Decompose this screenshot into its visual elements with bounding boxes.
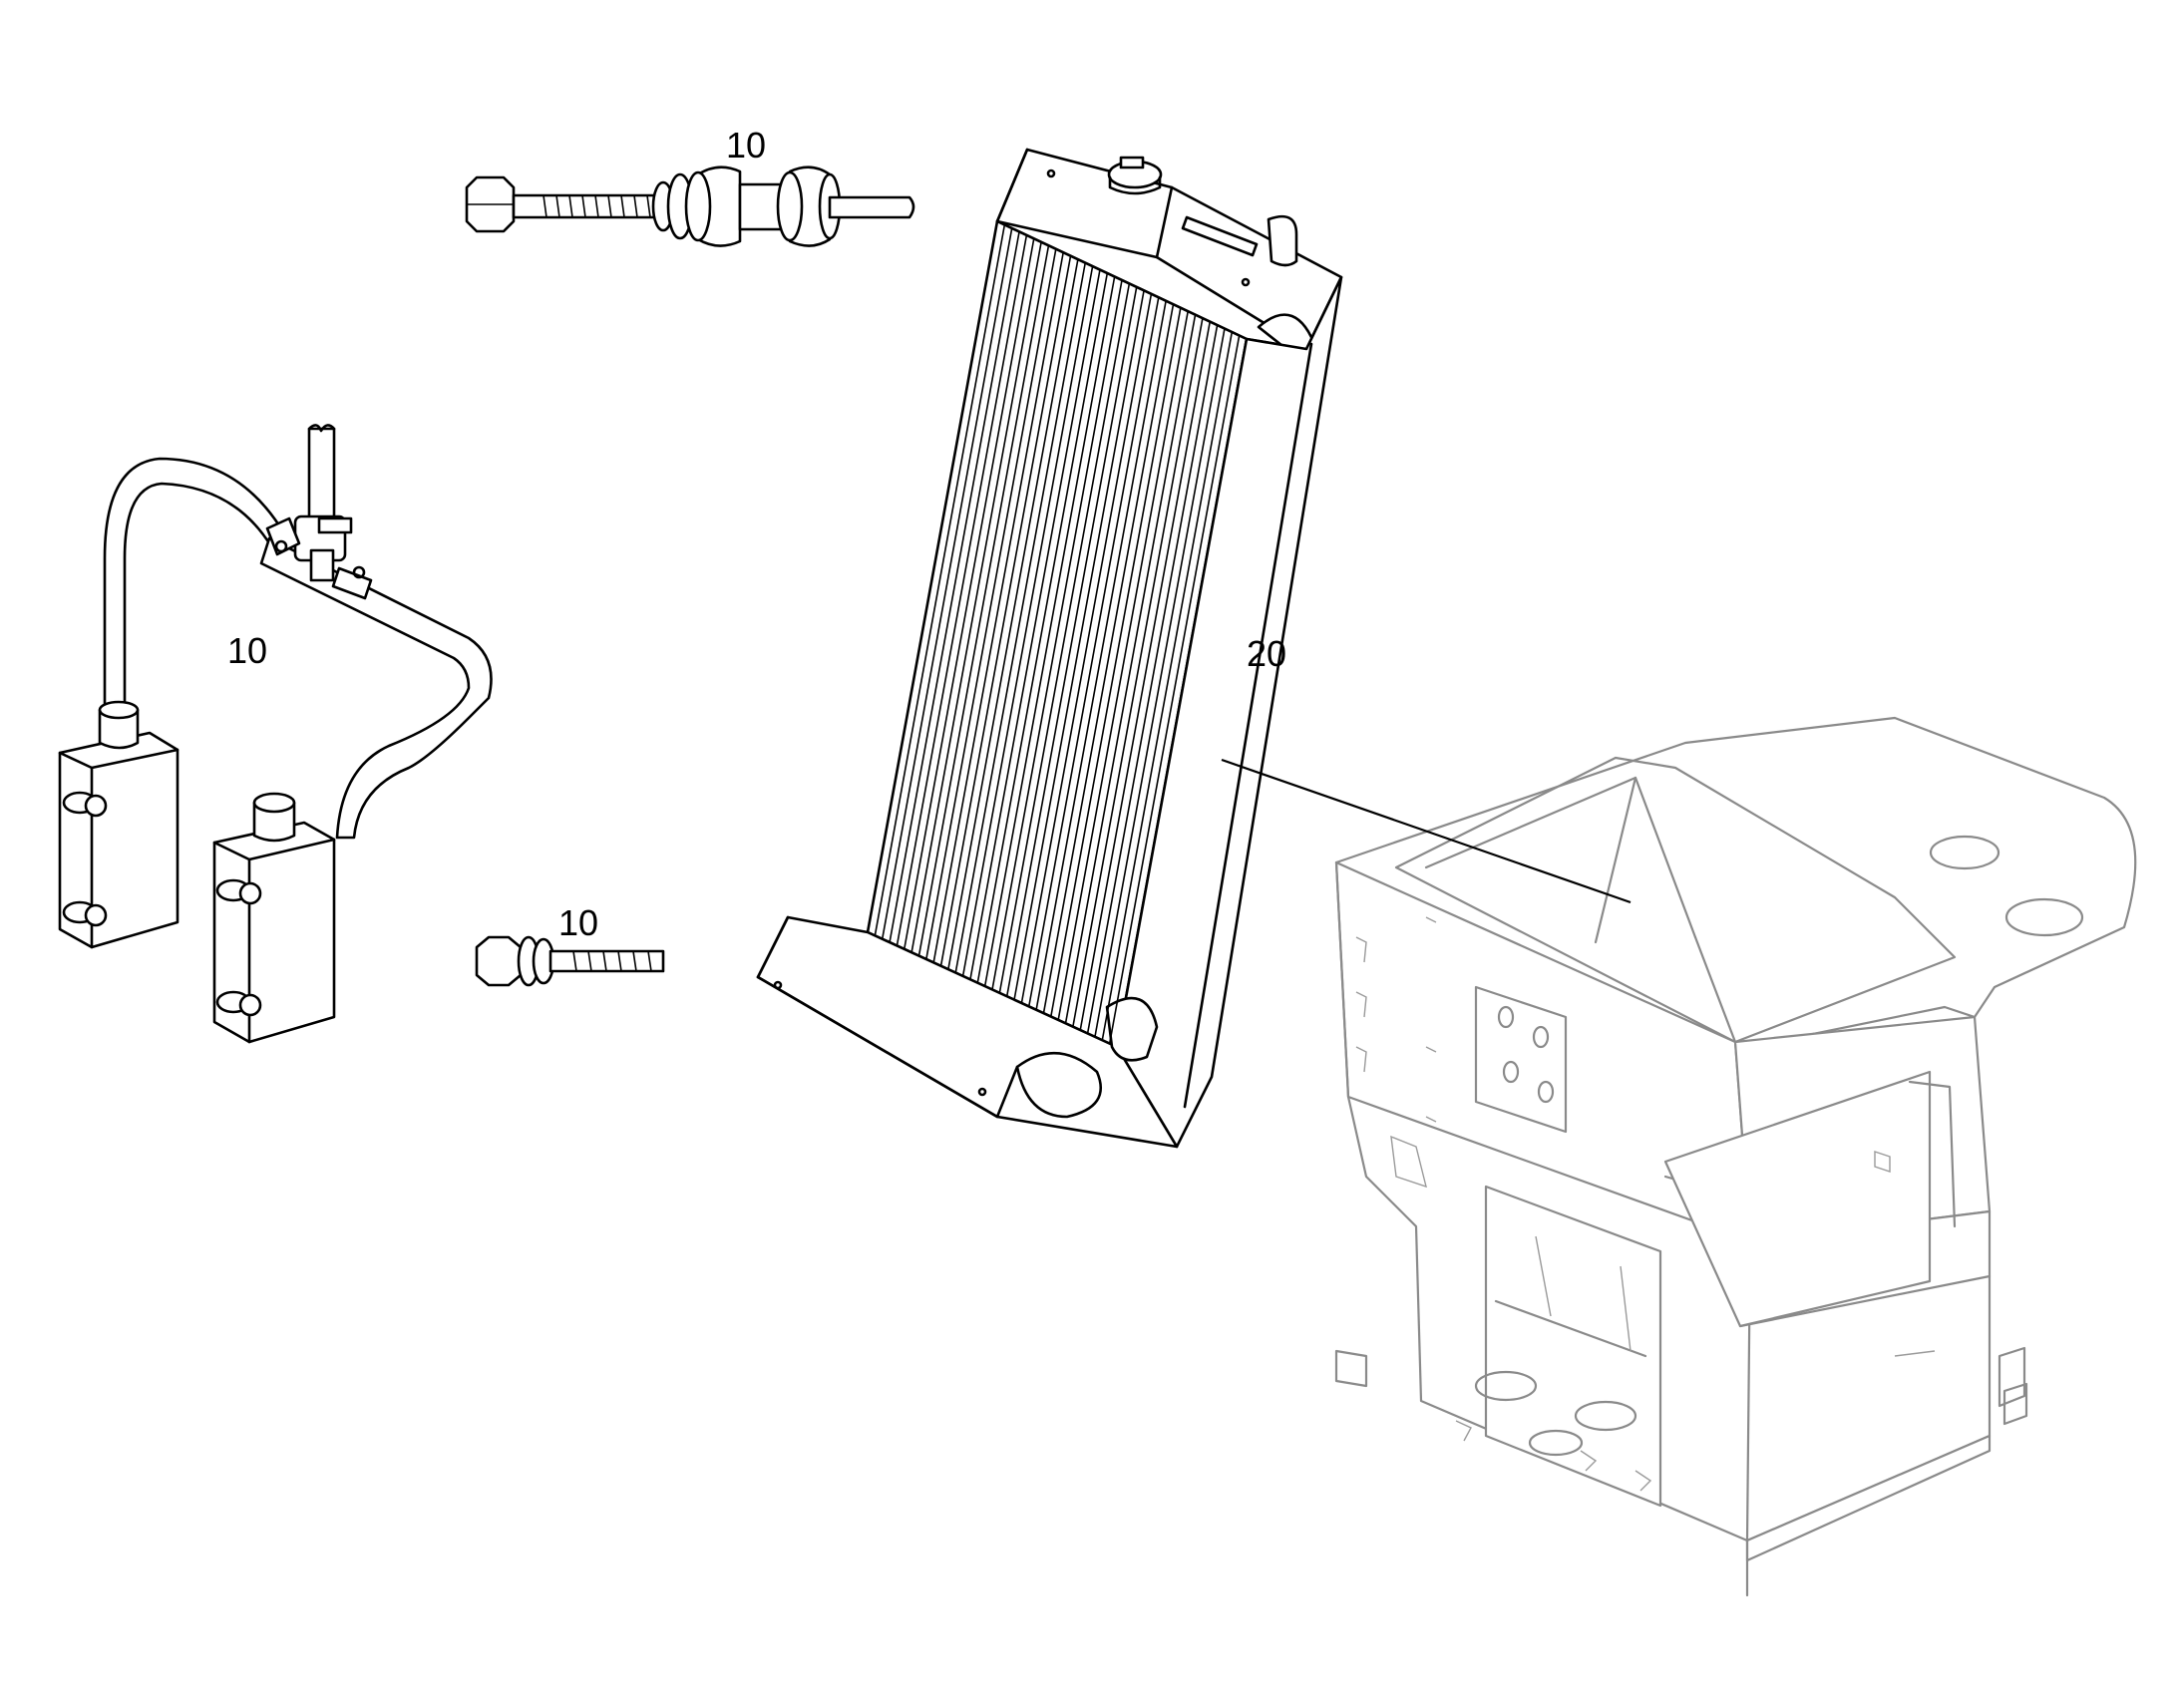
- radiator-fin: [1086, 324, 1219, 1034]
- callout-radiator: 20: [1247, 633, 1286, 674]
- radiator-fin: [1005, 286, 1138, 997]
- bolt-with-washers: [475, 935, 665, 987]
- radiator-fin: [896, 234, 1028, 946]
- radiator-fin: [1020, 293, 1153, 1004]
- callout-top-screw: 10: [726, 125, 766, 166]
- radiator-fin: [998, 283, 1131, 994]
- radiator: [756, 148, 1343, 1149]
- machine-frame: [1334, 716, 2137, 1597]
- callout-hose-assembly: 10: [227, 630, 267, 671]
- callout-bottom-bolt: 10: [558, 902, 598, 943]
- radiator-fin: [939, 255, 1072, 966]
- radiator-fin: [903, 238, 1035, 950]
- radiator-fin: [1027, 297, 1160, 1007]
- mounting-screw-with-bushing: [465, 166, 915, 247]
- radiator-fin: [1042, 304, 1175, 1014]
- radiator-fin: [917, 245, 1050, 956]
- radiator-fin: [889, 231, 1020, 943]
- radiator-fin: [932, 252, 1064, 963]
- radiator-fin: [1064, 314, 1197, 1024]
- radiator-fin: [1013, 290, 1145, 1000]
- radiator-fin: [1094, 328, 1226, 1037]
- radiator-fin: [1057, 311, 1189, 1021]
- radiator-fin: [1108, 335, 1241, 1044]
- coolant-hose-and-tank-assembly: [58, 424, 493, 1044]
- radiator-fin: [910, 241, 1042, 953]
- leader-line-radiator: [1221, 758, 1632, 904]
- radiator-fin: [1101, 331, 1234, 1041]
- radiator-fin: [947, 259, 1079, 970]
- radiator-fin: [1050, 307, 1182, 1017]
- radiator-fin: [1035, 300, 1167, 1010]
- radiator-fin: [954, 262, 1087, 973]
- radiator-fin: [874, 224, 1006, 936]
- radiator-fin: [925, 248, 1057, 960]
- radiator-fin: [969, 269, 1101, 980]
- radiator-fin: [991, 279, 1123, 990]
- radiator-fin: [1079, 321, 1212, 1031]
- radiator-fin: [1072, 318, 1204, 1027]
- radiator-fin: [881, 227, 1013, 939]
- radiator-fin: [961, 265, 1094, 977]
- radiator-fin: [983, 276, 1116, 987]
- radiator-fin: [976, 272, 1109, 983]
